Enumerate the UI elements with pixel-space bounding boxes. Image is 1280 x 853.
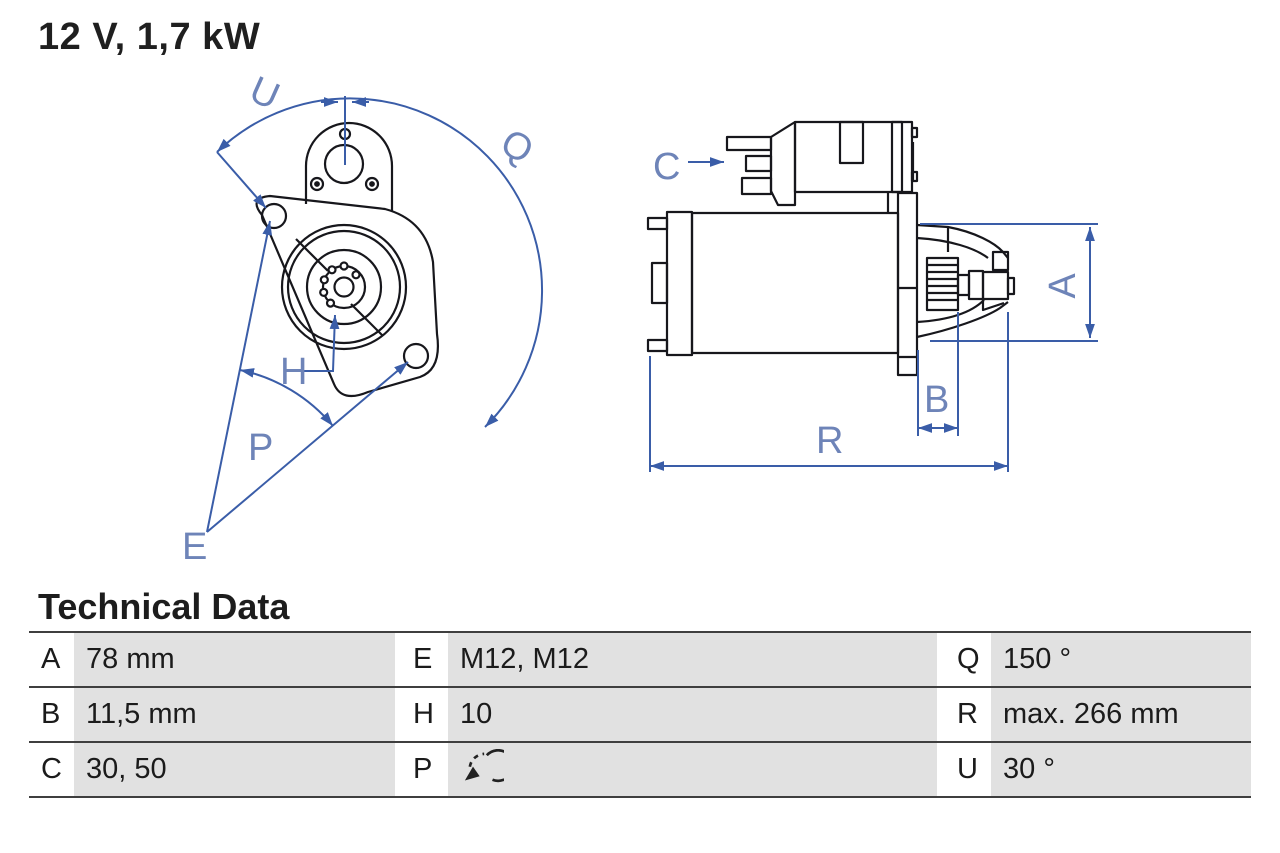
table-value-c: 30, 50: [74, 743, 395, 796]
dimension-arc-q: [216, 97, 543, 428]
rotation-direction-icon: [464, 748, 504, 782]
technical-data-table: A 78 mm E M12, M12 Q 150 ° B 11,5 mm H 1…: [29, 631, 1251, 798]
table-value-u: 30 °: [991, 743, 1251, 796]
table-key-b: B: [29, 688, 74, 741]
table-row: A 78 mm E M12, M12 Q 150 °: [29, 631, 1251, 686]
side-view-drawing: [646, 120, 1016, 377]
table-row: B 11,5 mm H 10 R max. 266 mm: [29, 686, 1251, 741]
table-value-a: 78 mm: [74, 633, 395, 686]
dimension-line-e1: [206, 220, 273, 533]
dimension-label-c: C: [653, 146, 680, 188]
table-value-q: 150 °: [991, 633, 1251, 686]
table-key-a: A: [29, 633, 74, 686]
dimension-label-r: R: [816, 420, 843, 462]
dimension-lines: [206, 96, 1098, 533]
table-key-e: E: [395, 633, 448, 686]
dimension-label-p: P: [248, 427, 273, 469]
page-title: 12 V, 1,7 kW: [38, 16, 261, 58]
dimension-line-h: [302, 314, 340, 372]
technical-drawing: U Q P E H C A B R: [182, 69, 1098, 568]
table-value-h: 10: [448, 688, 937, 741]
dimension-label-h: H: [280, 351, 307, 393]
dimension-label-q: Q: [494, 121, 541, 172]
section-title: Technical Data: [38, 586, 290, 627]
table-row: C 30, 50 P U 30 °: [29, 741, 1251, 798]
shaft-end: [981, 270, 1010, 301]
table-key-h: H: [395, 688, 448, 741]
table-key-r: R: [937, 688, 991, 741]
table-key-p: P: [395, 743, 448, 796]
table-key-q: Q: [937, 633, 991, 686]
dimension-arc-p: [239, 368, 334, 427]
mounting-flange: [896, 191, 919, 377]
table-value-e: M12, M12: [448, 633, 937, 686]
dimension-label-e: E: [182, 526, 207, 568]
dimension-label-a: A: [1042, 273, 1084, 299]
table-key-c: C: [29, 743, 74, 796]
table-value-b: 11,5 mm: [74, 688, 395, 741]
motor-body: [690, 211, 900, 355]
table-key-u: U: [937, 743, 991, 796]
dimension-label-b: B: [924, 379, 949, 421]
table-value-p: [448, 743, 937, 796]
flange-hole-lower: [402, 342, 430, 370]
solenoid-body: [793, 120, 904, 194]
dimension-line-e2: [206, 361, 409, 533]
table-value-r: max. 266 mm: [991, 688, 1251, 741]
shaft-bore: [333, 276, 355, 298]
